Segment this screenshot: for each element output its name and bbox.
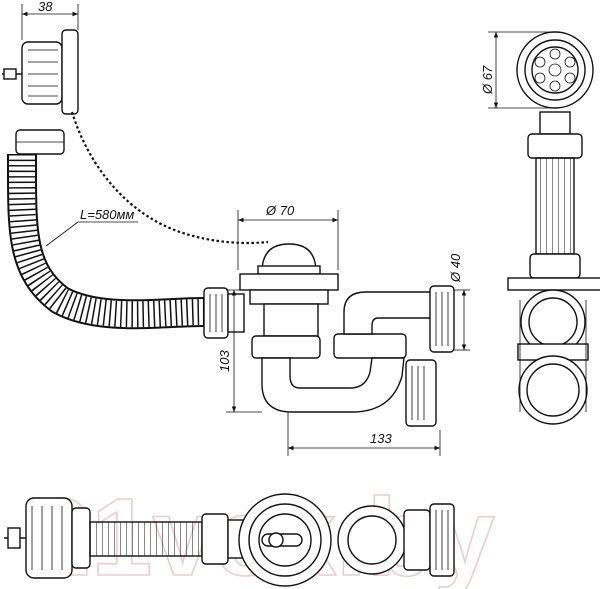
- side-nut-top: [527, 133, 583, 159]
- outlet-diameter-label: Ø 40: [448, 253, 463, 283]
- top-view: [4, 493, 455, 587]
- drain-plug: [239, 243, 339, 337]
- u-bend: [261, 357, 405, 413]
- side-view: Ø 67: [480, 31, 600, 425]
- siphon-nut-middle: [333, 333, 407, 359]
- grate-diameter-label: Ø 70: [265, 203, 295, 218]
- top-corrugated-hose: [89, 521, 203, 557]
- top-overflow-flange: [25, 497, 73, 579]
- lower-outlet: [405, 359, 437, 427]
- plug-chain: [70, 111, 269, 245]
- front-view: L=580мм Ø 70: [2, 0, 470, 456]
- overflow-flange: [2, 29, 79, 115]
- drain-nut: [251, 335, 321, 359]
- chain-length-label: L=580мм: [80, 207, 134, 222]
- side-siphon-lower: [518, 355, 588, 425]
- length-label: 133: [370, 431, 392, 446]
- side-diameter-label: Ø 67: [480, 65, 495, 95]
- top-width-label: 38: [38, 0, 53, 14]
- side-corrugated-hose: [535, 157, 575, 255]
- overflow-grate: [516, 31, 594, 109]
- siphon-elbow: [343, 291, 433, 335]
- height-label: 103: [217, 350, 232, 372]
